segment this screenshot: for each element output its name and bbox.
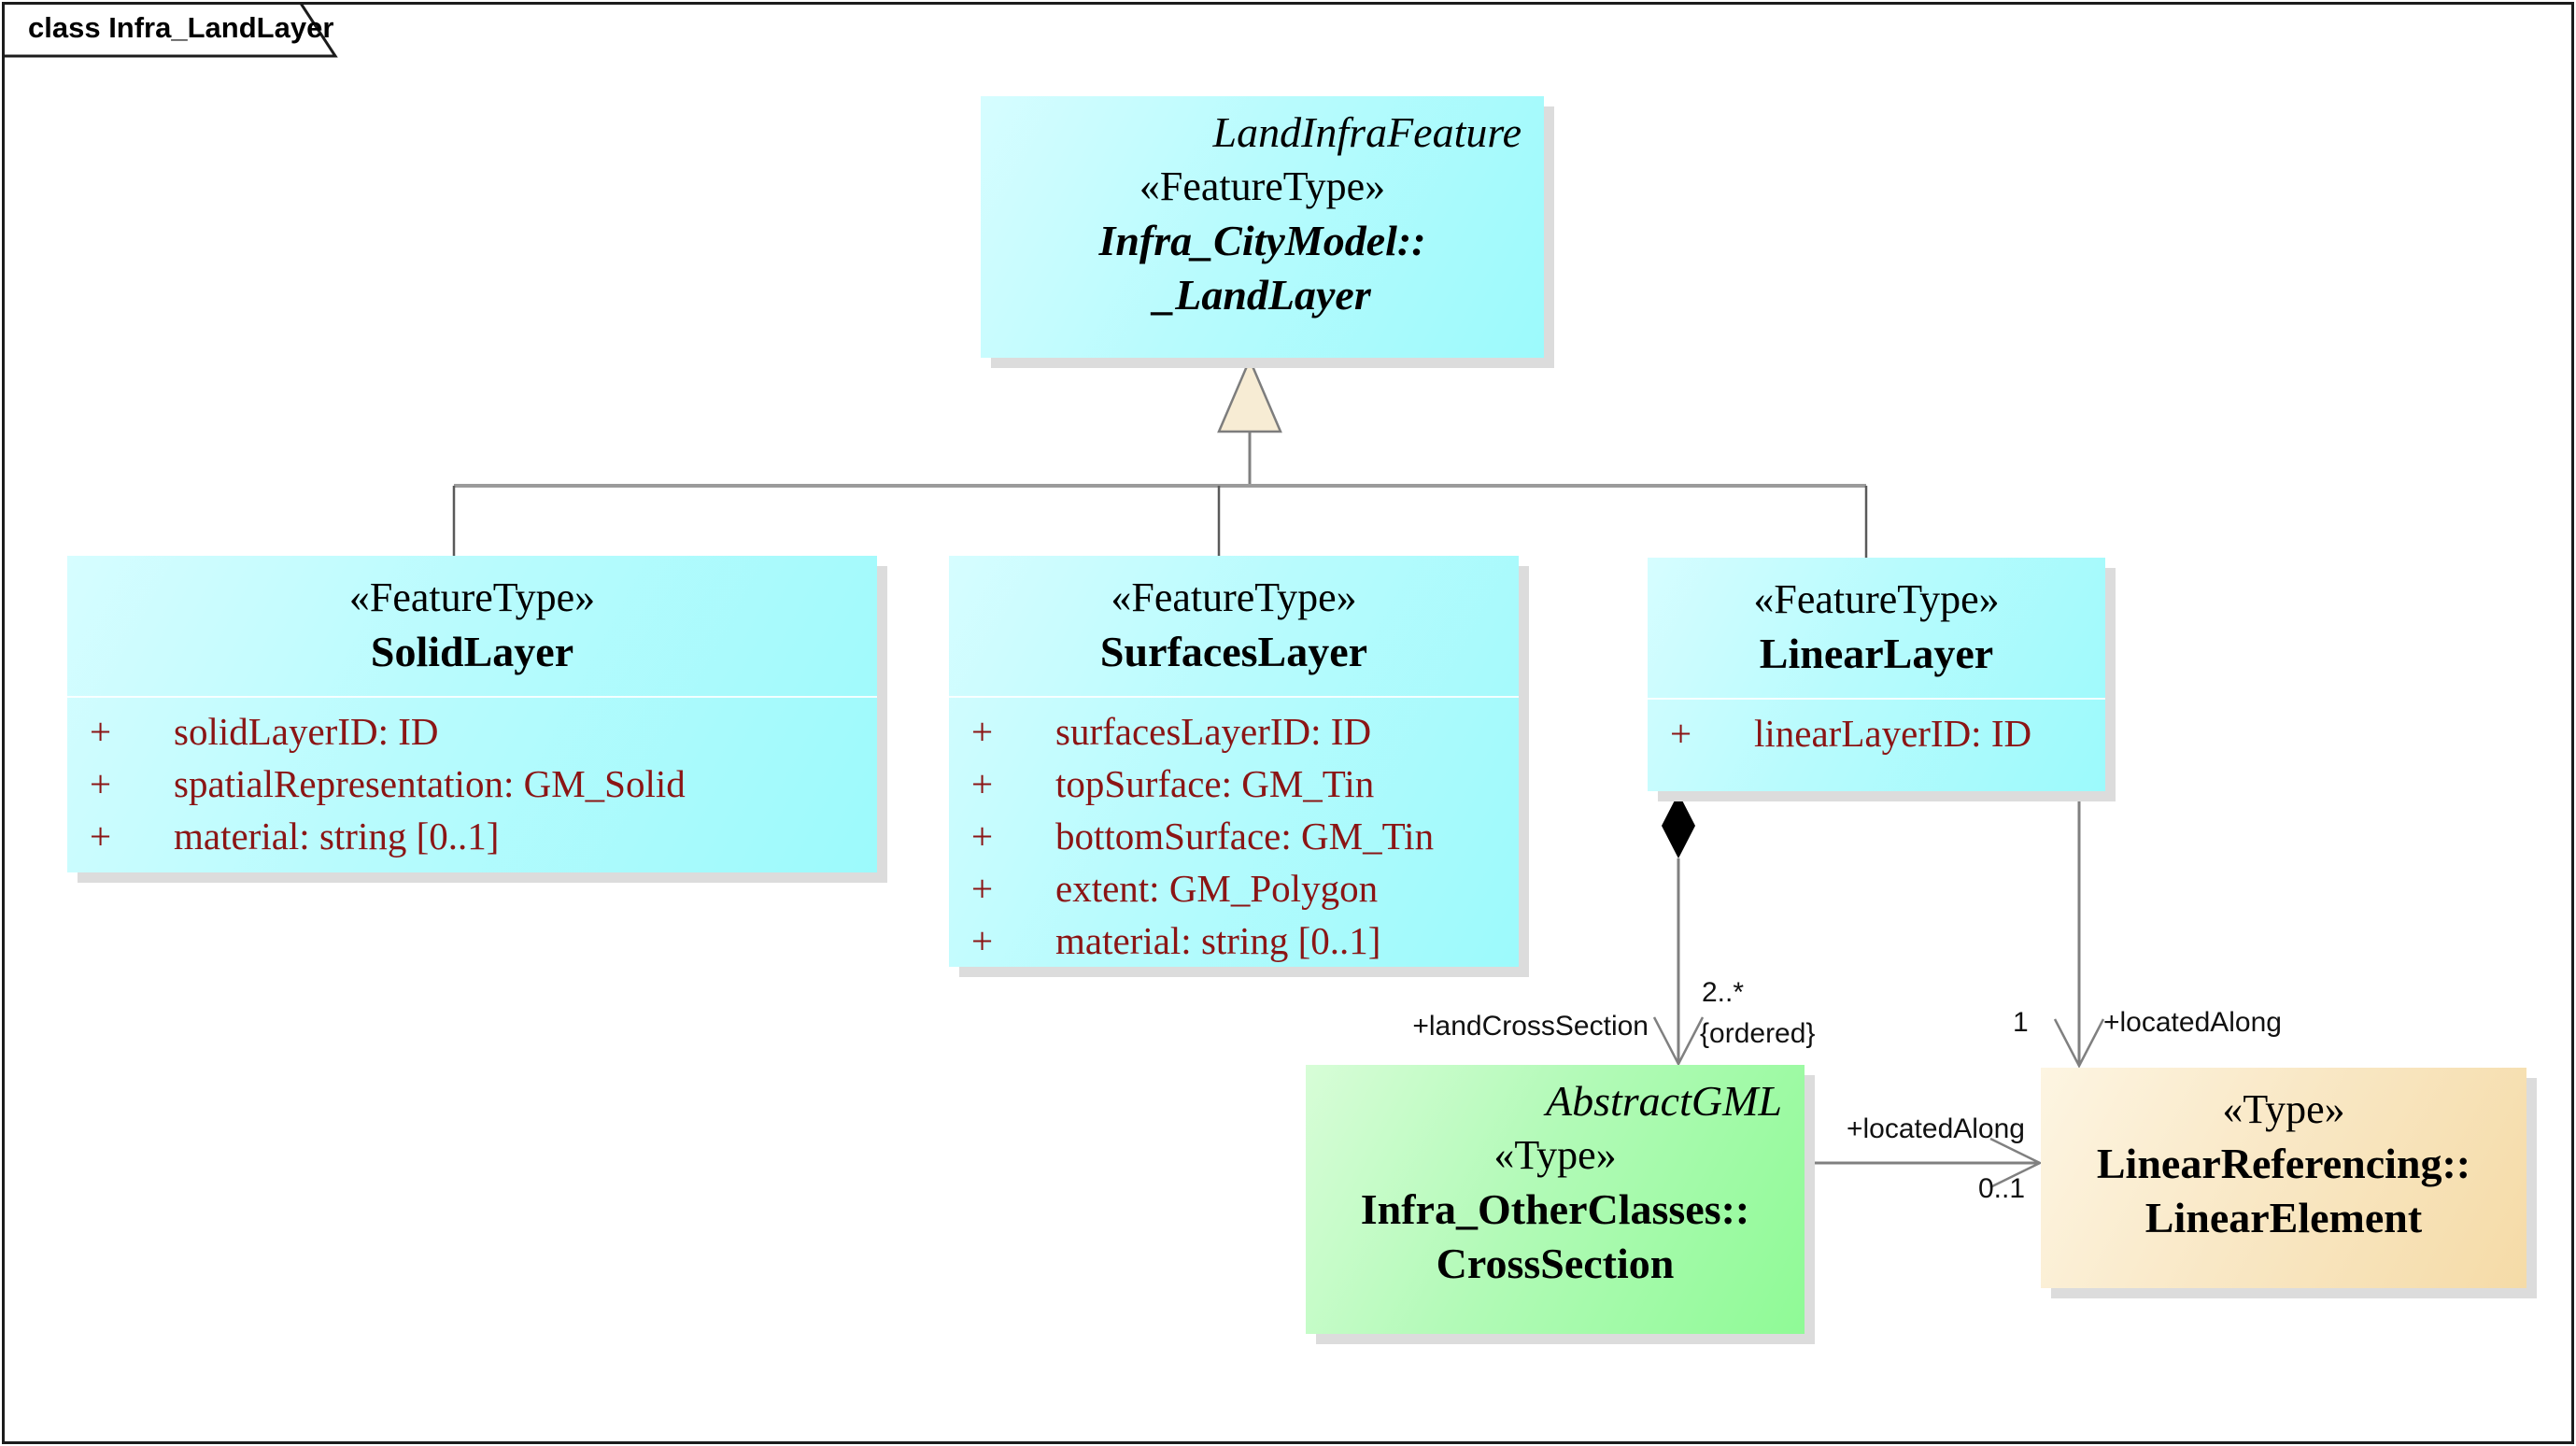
generalization-triangle-icon	[1217, 356, 1282, 433]
visibility-marker: +	[971, 710, 994, 753]
attribute-text: topSurface: GM_Tin	[1055, 762, 1375, 805]
multiplicity-label-0-1: 0..1	[1978, 1173, 2026, 1204]
attribute-text: spatialRepresentation: GM_Solid	[174, 762, 686, 805]
attribute-text: solidLayerID: ID	[174, 710, 439, 753]
class-box-surfaceslayer[interactable]: «FeatureType» SurfacesLayer + surfacesLa…	[949, 556, 1519, 967]
visibility-marker: +	[971, 762, 994, 805]
attribute-row: + bottomSurface: GM_Tin	[971, 810, 1519, 862]
attributes-compartment: + solidLayerID: ID + spatialRepresentati…	[67, 696, 877, 862]
attributes-compartment: + linearLayerID: ID	[1648, 698, 2105, 759]
attribute-row: + solidLayerID: ID	[90, 705, 877, 758]
open-arrowhead-down-linearelement-icon	[2053, 1018, 2105, 1069]
class-name-line2: LinearElement	[2144, 1194, 2423, 1241]
attribute-row: + surfacesLayerID: ID	[971, 705, 1519, 758]
class-name-line2: _LandLayer	[1154, 271, 1371, 319]
attribute-text: linearLayerID: ID	[1754, 712, 2032, 755]
attribute-row: + linearLayerID: ID	[1670, 707, 2105, 759]
parent-class-name: LandInfraFeature	[1212, 108, 1522, 156]
role-label-locatedalong-vertical: +locatedAlong	[2103, 1007, 2282, 1038]
class-name: Infra_CityModel::	[1098, 217, 1426, 264]
visibility-marker: +	[1670, 712, 1692, 755]
attribute-text: bottomSurface: GM_Tin	[1055, 815, 1435, 858]
parent-class-name: AbstractGML	[1546, 1077, 1782, 1125]
stereotype-label: «FeatureType»	[1753, 576, 2000, 622]
stereotype-label: «Type»	[1493, 1132, 1617, 1178]
multiplicity-label-1: 1	[2013, 1007, 2029, 1038]
stereotype-label: «FeatureType»	[1139, 163, 1386, 209]
class-box-landlayer[interactable]: LandInfraFeature «FeatureType» Infra_Cit…	[981, 96, 1544, 358]
visibility-marker: +	[971, 815, 994, 858]
visibility-marker: +	[971, 867, 994, 910]
class-box-linearlayer[interactable]: «FeatureType» LinearLayer + linearLayerI…	[1648, 558, 2105, 791]
open-arrowhead-down-crosssection-icon	[1652, 1016, 1705, 1067]
frame-tab-label: class Infra_LandLayer	[28, 11, 334, 44]
composition-diamond-icon	[1662, 793, 1695, 858]
class-name: LinearLayer	[1759, 630, 1994, 677]
attribute-row: + extent: GM_Polygon	[971, 862, 1519, 914]
attribute-row: + material: string [0..1]	[90, 810, 877, 862]
class-box-solidlayer[interactable]: «FeatureType» SolidLayer + solidLayerID:…	[67, 556, 877, 872]
visibility-marker: +	[90, 762, 112, 805]
class-name: SurfacesLayer	[1099, 628, 1368, 675]
constraint-label-ordered: {ordered}	[1700, 1018, 1816, 1049]
stereotype-label: «FeatureType»	[1111, 574, 1357, 620]
class-name: LinearReferencing::	[2096, 1140, 2471, 1187]
class-name-line2: CrossSection	[1436, 1240, 1675, 1287]
class-box-crosssection[interactable]: AbstractGML «Type» Infra_OtherClasses:: …	[1306, 1065, 1805, 1334]
visibility-marker: +	[90, 815, 112, 858]
frame-tab-shape	[2, 1, 338, 58]
attributes-compartment: + surfacesLayerID: ID + topSurface: GM_T…	[949, 696, 1519, 967]
stereotype-label: «Type»	[2222, 1086, 2345, 1132]
visibility-marker: +	[971, 919, 994, 962]
stereotype-label: «FeatureType»	[348, 574, 596, 620]
class-box-linearelement[interactable]: «Type» LinearReferencing:: LinearElement	[2041, 1068, 2526, 1288]
attribute-text: material: string [0..1]	[1055, 919, 1381, 962]
multiplicity-label-2-star: 2..*	[1702, 977, 1745, 1008]
attribute-row: + spatialRepresentation: GM_Solid	[90, 758, 877, 810]
attribute-text: extent: GM_Polygon	[1055, 867, 1379, 910]
visibility-marker: +	[90, 710, 112, 753]
attribute-row: + topSurface: GM_Tin	[971, 758, 1519, 810]
class-name: Infra_OtherClasses::	[1360, 1185, 1750, 1233]
diagram-frame-tab: class Infra_LandLayer	[2, 1, 394, 67]
role-label-locatedalong-horizontal: +locatedAlong	[1847, 1113, 2025, 1144]
attribute-text: surfacesLayerID: ID	[1055, 710, 1372, 753]
role-label-landcrosssection: +landCrossSection	[1412, 1011, 1649, 1042]
attribute-row: + material: string [0..1]	[971, 914, 1519, 967]
attribute-text: material: string [0..1]	[174, 815, 500, 858]
class-name: SolidLayer	[370, 628, 574, 675]
